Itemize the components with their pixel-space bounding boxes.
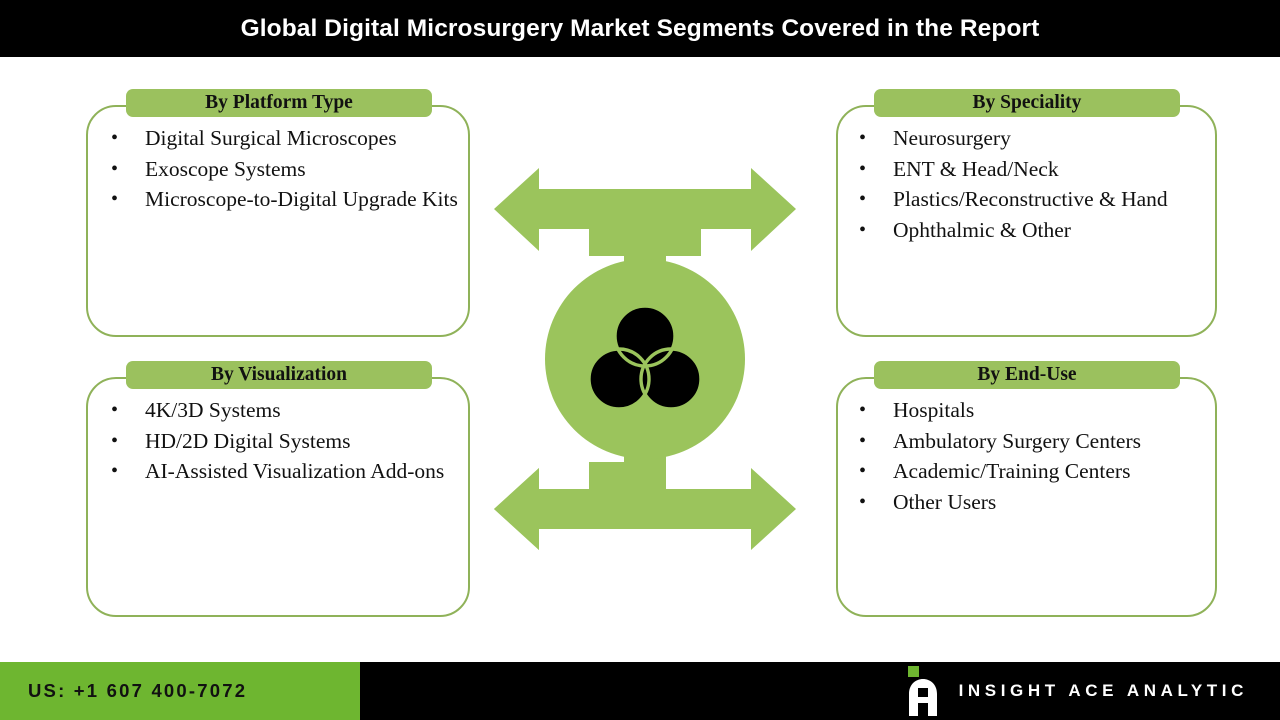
footer-brand-name: INSIGHT ACE ANALYTIC xyxy=(958,681,1248,700)
list-item-label: Exoscope Systems xyxy=(145,156,306,181)
list-item-label: Digital Surgical Microscopes xyxy=(145,126,397,150)
list-item: Digital Surgical Microscopes xyxy=(100,124,460,154)
footer-contact-band xyxy=(0,662,360,720)
card-title-speciality: By Speciality xyxy=(874,89,1180,117)
footer-phone[interactable]: US: +1 607 400-7072 xyxy=(28,680,248,701)
list-item-label: Hospitals xyxy=(893,398,975,422)
list-item: Ophthalmic & Other xyxy=(848,216,1208,246)
list-item-label: AI-Assisted Visualization Add-ons xyxy=(145,459,445,483)
list-item: Hospitals xyxy=(848,396,1208,426)
list-item-label: 4K/3D Systems xyxy=(145,398,281,422)
list-item-label: Academic/Training Centers xyxy=(893,459,1131,483)
list-item-label: HD/2D Digital Systems xyxy=(145,428,351,453)
card-title-platform-type: By Platform Type xyxy=(126,89,432,117)
card-list-platform-type: Digital Surgical Microscopes Exoscope Sy… xyxy=(100,124,460,216)
list-item-label: Ophthalmic & Other xyxy=(893,217,1071,242)
card-list-speciality: Neurosurgery ENT & Head/Neck Plastics/Re… xyxy=(848,124,1208,246)
list-item-label: Neurosurgery xyxy=(893,126,1011,150)
list-item: 4K/3D Systems xyxy=(100,396,460,426)
list-item: Other Users xyxy=(848,488,1208,518)
center-hub xyxy=(484,163,806,555)
list-item: Neurosurgery xyxy=(848,124,1208,154)
card-list-end-use: Hospitals Ambulatory Surgery Centers Aca… xyxy=(848,396,1208,518)
card-list-visualization: 4K/3D Systems HD/2D Digital Systems AI-A… xyxy=(100,396,460,488)
list-item: HD/2D Digital Systems xyxy=(100,427,460,457)
card-title-visualization: By Visualization xyxy=(126,361,432,389)
header-bar xyxy=(0,0,1280,57)
list-item: Plastics/Reconstructive & Hand xyxy=(848,185,1208,215)
page-title: Global Digital Microsurgery Market Segme… xyxy=(240,15,1040,42)
list-item: Exoscope Systems xyxy=(100,155,460,185)
list-item-label: Ambulatory Surgery Centers xyxy=(893,428,1142,453)
list-item-label: Other Users xyxy=(893,489,997,514)
list-item: Ambulatory Surgery Centers xyxy=(848,427,1208,457)
list-item: Microscope-to-Digital Upgrade Kits xyxy=(100,185,460,215)
list-item-label: Plastics/Reconstructive & Hand xyxy=(893,187,1168,211)
venn-three-circles-icon xyxy=(587,304,703,411)
double-arrow-horizontal-icon-bottom xyxy=(494,434,796,550)
insight-ace-a-logo-icon xyxy=(897,664,953,718)
list-item-label: ENT & Head/Neck xyxy=(893,156,1059,181)
list-item-label: Microscope-to-Digital Upgrade Kits xyxy=(145,187,458,211)
list-item: ENT & Head/Neck xyxy=(848,155,1208,185)
list-item: Academic/Training Centers xyxy=(848,457,1208,487)
list-item: AI-Assisted Visualization Add-ons xyxy=(100,457,460,487)
card-title-end-use: By End-Use xyxy=(874,361,1180,389)
